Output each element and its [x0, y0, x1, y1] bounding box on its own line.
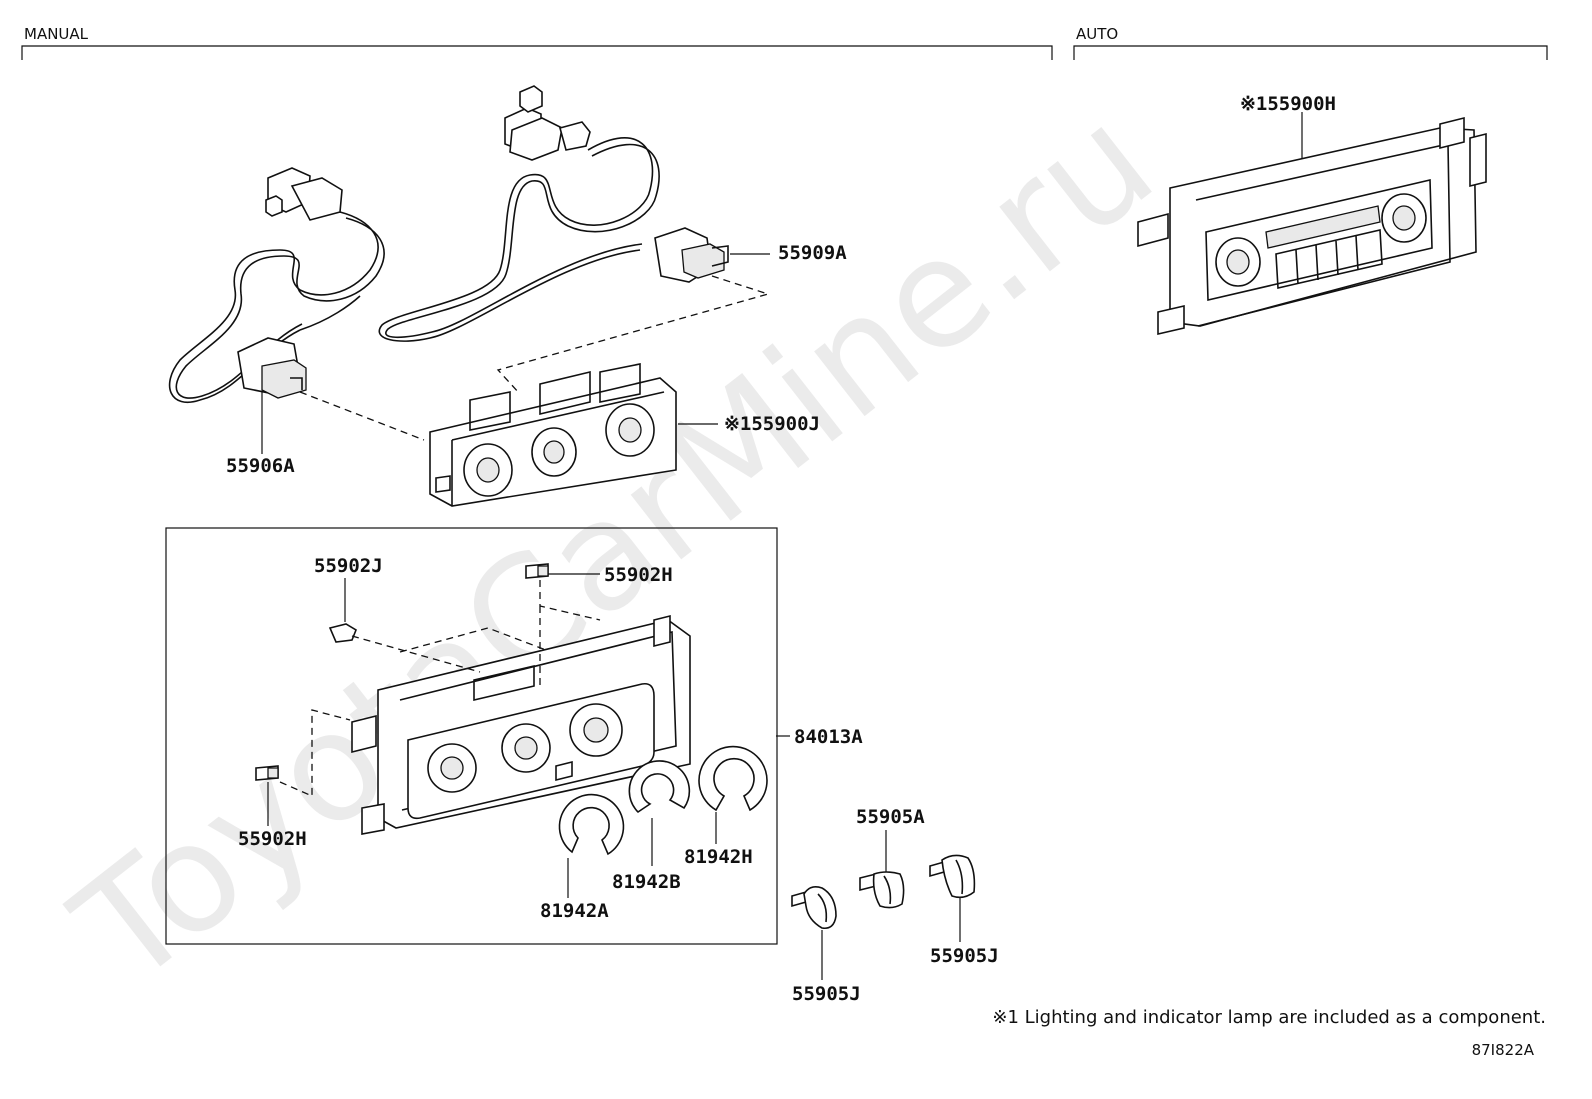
label-55905J-bottom: 55905J — [792, 983, 861, 1005]
knob-55905J-left — [791, 886, 837, 930]
clip-55902H-left — [255, 765, 279, 781]
label-55902H-left: 55902H — [238, 828, 307, 850]
ring-81942B — [628, 760, 691, 814]
control-panel-84013A — [351, 614, 691, 835]
ring-81942A — [558, 793, 625, 856]
wire-harness-left — [168, 167, 385, 403]
heater-control-unit-manual — [429, 363, 677, 507]
heater-control-unit-auto — [1137, 116, 1487, 336]
wire-harness-right — [378, 85, 729, 342]
footnote: ※1 Lighting and indicator lamp are inclu… — [992, 1007, 1546, 1028]
auto-section-bracket — [1073, 45, 1548, 60]
knob-55905A — [859, 871, 905, 909]
clip-55902J — [328, 623, 357, 643]
knob-55905J-right — [929, 854, 976, 899]
label-55906A: 55906A — [226, 455, 295, 477]
manual-section-bracket — [21, 45, 1053, 60]
label-81942H: 81942H — [684, 846, 753, 868]
label-55909A: 55909A — [778, 242, 847, 264]
auto-section-label: AUTO — [1076, 25, 1118, 43]
clip-55902H-top — [525, 563, 549, 579]
label-55900J: ※155900J — [724, 413, 820, 435]
label-55900H: ※155900H — [1240, 93, 1336, 115]
label-84013A: 84013A — [794, 726, 863, 748]
label-55905A: 55905A — [856, 806, 925, 828]
manual-section-label: MANUAL — [24, 25, 89, 43]
label-55905J-right: 55905J — [930, 945, 999, 967]
label-81942B: 81942B — [612, 871, 681, 893]
ring-81942H — [698, 745, 768, 812]
diagram-code: 87I822A — [1472, 1041, 1535, 1059]
label-55902H-top: 55902H — [604, 564, 673, 586]
label-81942A: 81942A — [540, 900, 609, 922]
label-55902J: 55902J — [314, 555, 383, 577]
